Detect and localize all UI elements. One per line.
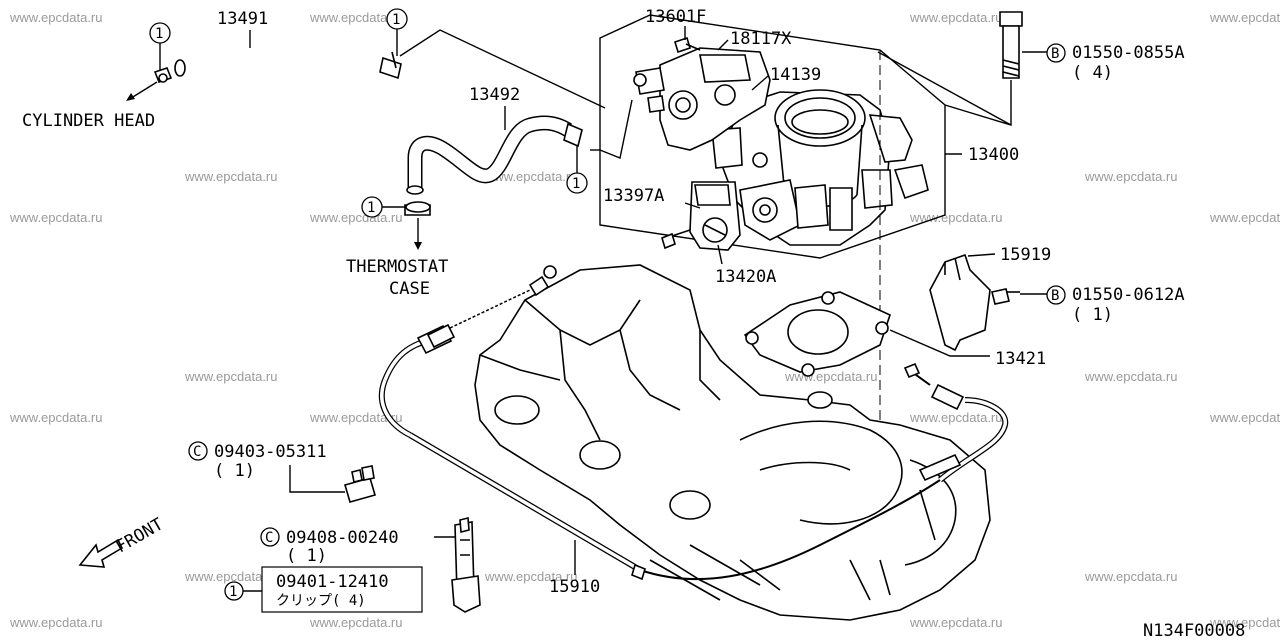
svg-text:( 4): ( 4) [1072,63,1113,83]
throttle-body [711,89,929,246]
svg-text:09403-05311: 09403-05311 [214,442,327,462]
destination-cylinder-head: CYLINDER HEAD [22,111,155,131]
watermark: www.epcdata.ru [1084,169,1178,184]
svg-text:B: B [1051,46,1059,62]
part-label-18117X: 18117X [730,29,792,49]
callout-bolt-01550-0612A: B 01550-0612A ( 1) [1046,285,1185,325]
leader-line [717,244,723,265]
watermark: www.epcdata.ru [184,369,278,384]
bolt-01550-0612A [991,288,1020,305]
leader-line [877,51,1012,126]
screw-13397A [661,229,691,250]
svg-text:1: 1 [367,200,375,216]
leader-line [889,329,990,357]
callout-bolt-01550-0855A: B 01550-0855A ( 4) [1046,43,1185,83]
destination-thermostat: THERMOSTAT [346,257,448,277]
watermark: www.epcdata.ru [909,615,1003,630]
leader-line [289,465,345,493]
arrow-head [414,242,422,250]
svg-text:09408-00240: 09408-00240 [286,528,399,548]
svg-text:C: C [193,444,201,460]
hose-13491 [153,41,402,83]
idle-air-control-valve [633,47,771,151]
watermark: www.epcdata.ru [9,410,103,425]
ref-marker: 1 [361,196,383,218]
watermark: www.epcdata.ru [9,10,103,25]
svg-text:1: 1 [572,176,580,192]
bolt-01550-0855A [999,11,1023,79]
watermark: www.epcdata.ru [309,410,403,425]
callout-clamp-09403-05311: C 09403-05311 ( 1) [188,441,327,481]
svg-text:( 1): ( 1) [1072,305,1113,325]
clip-box [261,566,423,613]
svg-text:( 1): ( 1) [214,461,255,481]
part-label-15919: 15919 [1000,245,1051,265]
ref-marker: 1 [149,22,171,44]
svg-text:09401-12410: 09401-12410 [276,572,389,592]
part-label-13492: 13492 [469,85,520,105]
destination-thermostat-case: CASE [389,279,430,299]
svg-text:B: B [1051,288,1059,304]
svg-text:01550-0612A: 01550-0612A [1072,285,1185,305]
leader-line [751,75,769,91]
accelerator-cable [378,265,1009,581]
svg-text:C: C [265,530,273,546]
front-label: FRONT [113,514,167,557]
watermark: www.epcdata.ru [1209,210,1280,225]
svg-text:( 1): ( 1) [286,546,327,566]
watermark: www.epcdata.ru [184,169,278,184]
watermark: www.epcdata.ru [309,615,403,630]
part-label-13421: 13421 [995,349,1046,369]
watermark: www.epcdata.ru [484,169,578,184]
watermark: www.epcdata.ru [9,210,103,225]
svg-text:1: 1 [392,12,400,28]
part-label-13491: 13491 [217,9,268,29]
callout-clamp-09408-00240: C 09408-00240 ( 1) [260,527,399,566]
assembly-outline-13400 [599,14,946,259]
throttle-position-sensor [689,181,741,251]
svg-text:01550-0855A: 01550-0855A [1072,43,1185,63]
callout-clip-09401-12410: 1 09401-12410 クリップ( 4) [224,572,389,609]
watermark: www.epcdata.ru [309,210,403,225]
leader-line [717,39,729,51]
part-label-13397A: 13397A [603,186,664,206]
watermark: www.epcdata.ru [909,210,1003,225]
screw-13601F [674,36,701,54]
ref-marker: 1 [566,172,588,194]
arrow-head [126,93,135,101]
leader-line [399,29,606,109]
watermark: www.epcdata.ru [909,410,1003,425]
watermark: www.epcdata.ru [1209,615,1280,630]
watermark: www.epcdata.ru [484,569,578,584]
watermark: www.epcdata.ru [1209,410,1280,425]
gasket-13421 [743,291,891,377]
watermark: www.epcdata.ru [1209,10,1280,25]
part-label-13400: 13400 [968,145,1019,165]
watermark: www.epcdata.ru [184,569,278,584]
intake-manifold [474,264,991,621]
svg-text:1: 1 [229,584,237,600]
clamp-09403-05311 [344,465,376,503]
watermark: www.epcdata.ru [9,615,103,630]
leader-line [684,202,701,209]
leader-line [599,99,633,159]
watermark: www.epcdata.ru [1084,569,1178,584]
svg-text:1: 1 [155,26,163,42]
diagram-code: N134F00008 [1143,621,1245,640]
part-label-14139: 14139 [770,65,821,85]
front-direction-arrow: FRONT [78,514,167,568]
part-label-13601F: 13601F [645,7,706,27]
part-label-13420A: 13420A [715,267,776,287]
bracket-15919 [929,253,991,352]
leader-line [967,253,996,257]
watermark: www.epcdata.ru [1084,369,1178,384]
svg-text:クリップ( 4): クリップ( 4) [276,593,366,609]
ref-marker: 1 [386,8,408,30]
clamp-09408-00240 [451,516,481,613]
hose-13492 [404,115,583,216]
watermark: www.epcdata.ru [909,10,1003,25]
watermark: www.epcdata.ru [309,10,403,25]
part-label-15910: 15910 [549,577,600,597]
